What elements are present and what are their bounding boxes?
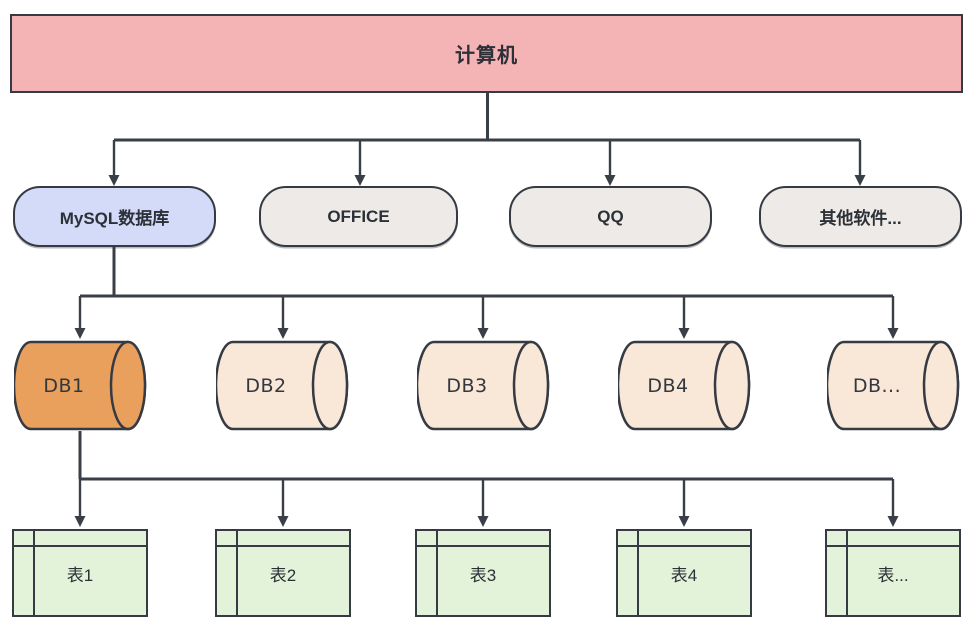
node-table-more-label: 表... — [877, 565, 909, 585]
node-mysql-label: MySQL数据库 — [59, 209, 170, 228]
cylinder-shape-icon — [618, 340, 751, 431]
node-table-3-label: 表3 — [469, 565, 497, 585]
node-other-software-label: 其他软件... — [819, 209, 902, 228]
node-db1: DB1 — [14, 340, 147, 431]
node-office: OFFICE — [259, 186, 458, 247]
table-column-line — [846, 531, 848, 615]
node-table-1: 表1 — [12, 529, 148, 617]
node-office-label: OFFICE — [327, 206, 390, 226]
table-header-line — [827, 545, 959, 547]
table-header-line — [14, 545, 146, 547]
cylinder-shape-icon — [216, 340, 349, 431]
table-column-line — [436, 531, 438, 615]
table-column-line — [637, 531, 639, 615]
node-qq: QQ — [509, 186, 712, 247]
node-table-2: 表2 — [215, 529, 351, 617]
table-column-line — [236, 531, 238, 615]
node-db-more: DB... — [827, 340, 960, 431]
cylinder-shape-icon — [417, 340, 550, 431]
table-column-line — [33, 531, 35, 615]
node-db4: DB4 — [618, 340, 751, 431]
node-db2: DB2 — [216, 340, 349, 431]
cylinder-shape-icon — [14, 340, 147, 431]
node-db3-label: DB3 — [446, 374, 488, 397]
node-table-2-label: 表2 — [269, 565, 297, 585]
table-header-line — [618, 545, 750, 547]
node-computer: 计算机 — [10, 14, 963, 93]
node-table-3: 表3 — [415, 529, 551, 617]
table-header-line — [417, 545, 549, 547]
node-computer-label: 计算机 — [455, 45, 518, 67]
node-table-more: 表... — [825, 529, 961, 617]
node-other-software: 其他软件... — [759, 186, 962, 247]
node-mysql-database: MySQL数据库 — [13, 186, 216, 247]
node-db1-label: DB1 — [43, 374, 85, 397]
node-table-1-label: 表1 — [66, 565, 94, 585]
table-header-line — [217, 545, 349, 547]
node-db3: DB3 — [417, 340, 550, 431]
node-qq-label: QQ — [597, 206, 624, 226]
cylinder-shape-icon — [827, 340, 960, 431]
node-table-4-label: 表4 — [670, 565, 698, 585]
node-table-4: 表4 — [616, 529, 752, 617]
node-db4-label: DB4 — [647, 374, 689, 397]
node-db2-label: DB2 — [245, 374, 287, 397]
node-db-more-label: DB... — [852, 374, 902, 397]
